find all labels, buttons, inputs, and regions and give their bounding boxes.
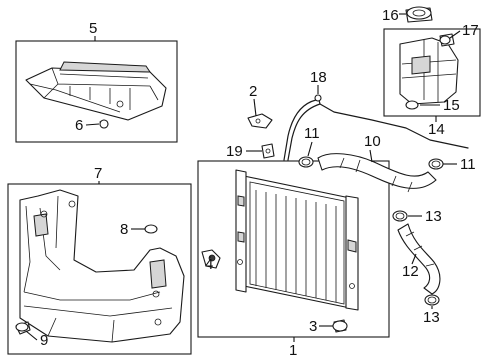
- callout-17: 17: [462, 22, 479, 39]
- hose-clip-19: [261, 143, 275, 159]
- callout-13-lower: 13: [423, 309, 440, 326]
- callout-4: 4: [205, 256, 213, 273]
- upper-radiator-hose-10: [317, 153, 437, 193]
- callout-11-right: 11: [460, 156, 476, 173]
- radiator-left-tank: [235, 169, 247, 293]
- callout-14: 14: [428, 121, 445, 138]
- callout-11-left: 11: [304, 125, 320, 142]
- lower-radiator-hose-12: [397, 223, 441, 295]
- radiator-core: [243, 175, 351, 309]
- reservoir-cap-16: [405, 6, 433, 23]
- callout-15: 15: [443, 97, 460, 114]
- air-deflector-lower-group: [7, 183, 192, 355]
- callout-1: 1: [289, 342, 297, 359]
- callout-19: 19: [226, 143, 243, 160]
- callout-9: 9: [40, 332, 48, 349]
- clip-8: [144, 224, 158, 234]
- push-pin-6: [99, 119, 109, 129]
- air-baffle-upper-group: [15, 40, 178, 143]
- hose-clamp-13-upper: [392, 210, 408, 222]
- group-box-14: [383, 28, 481, 117]
- callout-5: 5: [89, 20, 97, 37]
- hose-clamp-17: [439, 35, 451, 45]
- radiator-right-tank: [345, 195, 359, 311]
- callout-8: 8: [120, 221, 128, 238]
- callout-3: 3: [309, 318, 317, 335]
- coolant-reservoir-group: [383, 28, 481, 117]
- hose-clamp-11-right: [428, 158, 444, 170]
- callout-6: 6: [75, 117, 83, 134]
- callout-2: 2: [249, 83, 257, 100]
- callout-12: 12: [402, 263, 419, 280]
- temperature-sensor-4: [201, 249, 221, 269]
- callout-16: 16: [382, 7, 399, 24]
- callout-18: 18: [310, 69, 327, 86]
- callout-10: 10: [364, 133, 381, 150]
- overflow-hose-18: [283, 94, 469, 161]
- hose-clamp-13-lower: [424, 294, 440, 306]
- callout-13-upper: 13: [425, 208, 442, 225]
- reservoir-bracket-15: [405, 100, 419, 110]
- air-deflector-lower: [19, 189, 185, 343]
- group-box-5: [15, 40, 178, 143]
- callout-7: 7: [94, 165, 102, 182]
- radiator-group: [197, 160, 390, 338]
- drain-plug-3: [332, 319, 348, 333]
- hose-bracket-2: [247, 113, 273, 129]
- hose-clamp-11-left: [298, 156, 314, 168]
